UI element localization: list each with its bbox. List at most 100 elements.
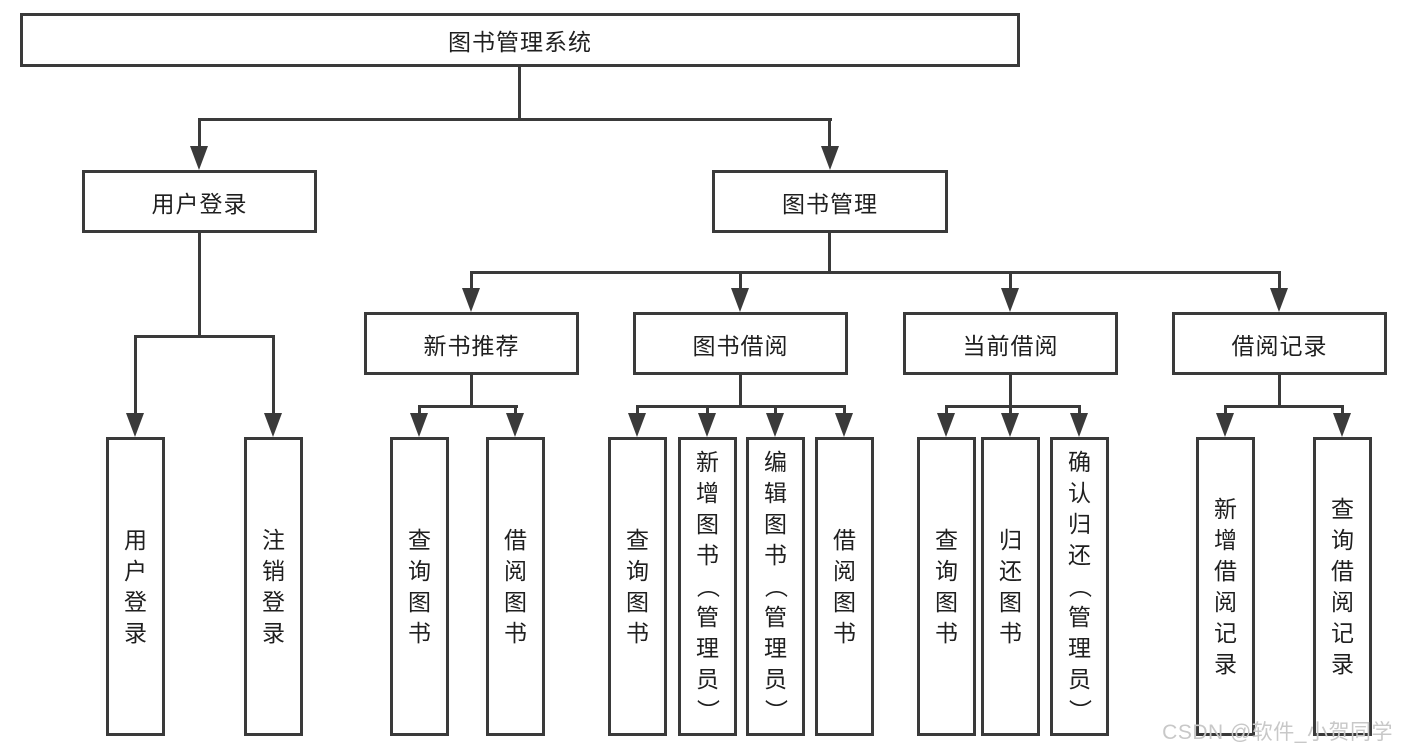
connector-line [1341,405,1344,416]
connector-line [945,405,948,416]
vertical-label-char: 借 [1214,557,1237,584]
node-borrowing-records: 借阅记录 [1172,312,1387,375]
connector-line [134,335,137,415]
vertical-label-char: 书 [833,619,856,646]
node-leaf-borrowing-edit-books-admin: 编辑图书（管理员） [746,437,805,736]
connector-line [418,405,421,416]
arrow-down-icon [821,146,839,170]
arrow-down-icon [462,288,480,312]
vertical-label-char: 记 [1214,619,1237,646]
vertical-label-char: 录 [124,619,147,646]
node-leaf-recommend-query-books: 查询图书 [390,437,449,736]
vertical-label-char: 录 [262,619,285,646]
node-book-borrowing-label: 图书借阅 [692,332,789,359]
vertical-label-char: 用 [124,526,147,553]
connector-line [198,118,201,150]
vertical-label-char: 阅 [833,557,856,584]
node-borrowing-records-label: 借阅记录 [1231,332,1328,359]
arrow-down-icon [1001,413,1019,437]
vertical-label-char: 新 [1214,495,1237,522]
vertical-label-char: 阅 [504,557,527,584]
node-user-login: 用户登录 [82,170,317,233]
node-new-book-recommend: 新书推荐 [364,312,579,375]
vertical-label-char: 记 [1331,619,1354,646]
vertical-label-char: 录 [1214,650,1237,677]
vertical-label-char: 还 [1068,542,1091,568]
connector-line [1078,405,1081,416]
connector-line [1224,405,1344,408]
vertical-label-char: 图 [833,588,856,615]
vertical-label-char: 书 [764,542,787,568]
node-book-management: 图书管理 [712,170,948,233]
connector-line [1009,271,1012,291]
vertical-label-char: 借 [833,526,856,553]
vertical-label-char: 员 [764,666,787,692]
connector-line [470,271,1281,274]
vertical-label-char: 书 [626,619,649,646]
vertical-label-char: （ [1067,575,1093,598]
vertical-label-char: 录 [1331,650,1354,677]
node-leaf-current-query-books: 查询图书 [917,437,976,736]
connector-line [418,405,518,408]
vertical-label-char: 理 [696,635,719,661]
connector-line [636,405,846,408]
vertical-label-char: 登 [124,588,147,615]
vertical-label-char: 图 [696,511,719,537]
connector-line [470,271,473,291]
arrow-down-icon [1001,288,1019,312]
connector-line [739,271,742,291]
connector-line [774,405,777,416]
arrow-down-icon [1270,288,1288,312]
arrow-down-icon [410,413,428,437]
arrow-down-icon [628,413,646,437]
node-root-label: 图书管理系统 [448,29,592,55]
vertical-label-char: 理 [764,635,787,661]
arrow-down-icon [1333,413,1351,437]
vertical-label-char: 书 [696,542,719,568]
node-leaf-records-query-record: 查询借阅记录 [1313,437,1372,736]
vertical-label-char: 增 [1214,526,1237,553]
vertical-label-char: ） [1067,699,1093,722]
vertical-label-char: ） [695,699,721,722]
vertical-label-char: 管 [764,604,787,630]
arrow-down-icon [126,413,144,437]
node-leaf-records-add-record: 新增借阅记录 [1196,437,1255,736]
node-book-borrowing: 图书借阅 [633,312,848,375]
vertical-label-char: （ [763,575,789,598]
vertical-label-char: ） [763,699,789,722]
vertical-label-char: 归 [1068,511,1091,537]
connector-line [470,375,473,408]
arrow-down-icon [190,146,208,170]
vertical-label-char: 书 [504,619,527,646]
arrow-down-icon [1070,413,1088,437]
vertical-label-char: 书 [999,619,1022,646]
connector-line [843,405,846,416]
vertical-label-char: 借 [504,526,527,553]
vertical-label-char: 图 [504,588,527,615]
vertical-label-char: 登 [262,588,285,615]
arrow-down-icon [698,413,716,437]
arrow-down-icon [1216,413,1234,437]
vertical-label-char: 管 [1068,604,1091,630]
vertical-label-char: 图 [999,588,1022,615]
vertical-label-char: 查 [408,526,431,553]
vertical-label-char: 询 [408,557,431,584]
vertical-label-char: 归 [999,526,1022,553]
arrow-down-icon [731,288,749,312]
vertical-label-char: 询 [626,557,649,584]
connector-line [514,405,517,416]
vertical-label-char: 新 [696,449,719,475]
vertical-label-char: 图 [764,511,787,537]
node-leaf-current-confirm-return-admin: 确认归还（管理员） [1050,437,1109,736]
vertical-label-char: 阅 [1331,588,1354,615]
connector-line [134,335,275,338]
node-leaf-borrowing-add-books-admin: 新增图书（管理员） [678,437,737,736]
node-current-borrowing-label: 当前借阅 [962,332,1059,359]
vertical-label-char: 员 [696,666,719,692]
connector-line [636,405,639,416]
vertical-label-char: 查 [935,526,958,553]
csdn-watermark: CSDN @软件_小贺同学 [1162,721,1393,744]
vertical-label-char: 书 [935,619,958,646]
vertical-label-char: 图 [626,588,649,615]
